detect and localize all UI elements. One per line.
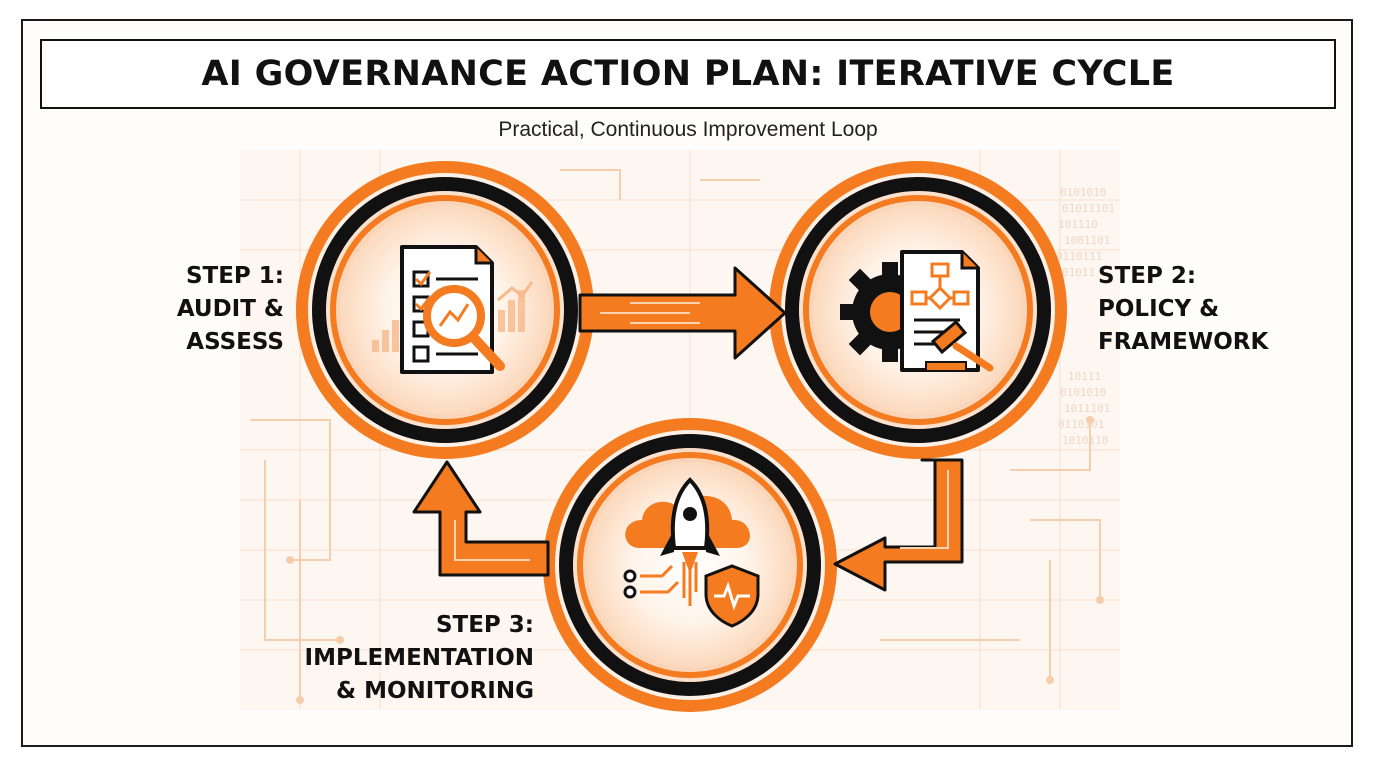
svg-text:01011: 01011 — [1062, 266, 1095, 279]
step-3-number: STEP 3: — [435, 612, 534, 638]
page-subtitle: Practical, Continuous Improvement Loop — [498, 118, 878, 141]
step-2-title-line1: POLICY & — [1098, 296, 1220, 322]
svg-text:0101010: 0101010 — [1060, 386, 1106, 399]
step-3-title-line2: & MONITORING — [336, 678, 534, 704]
step-1-title-line2: ASSESS — [186, 329, 284, 355]
arrow-step1-to-step2 — [578, 266, 787, 360]
svg-text:1011101: 1011101 — [1064, 402, 1110, 415]
step-1-title-line1: AUDIT & — [176, 296, 284, 322]
rocket-cloud-shield-icon — [623, 477, 760, 628]
svg-text:01011101: 01011101 — [1062, 202, 1115, 215]
svg-text:101110: 101110 — [1058, 218, 1098, 231]
svg-text:0110111: 0110111 — [1056, 250, 1102, 263]
audit-checklist-magnifier-icon — [372, 245, 534, 374]
svg-text:0101010: 0101010 — [1060, 186, 1106, 199]
svg-text:10111: 10111 — [1068, 370, 1101, 383]
gavel-icon — [925, 319, 994, 372]
svg-text:0110101: 0110101 — [1058, 418, 1104, 431]
arrow-step2-to-step3 — [833, 458, 964, 592]
step-1-label: STEP 1: AUDIT & ASSESS — [150, 260, 284, 359]
step-1-number: STEP 1: — [185, 263, 284, 289]
step-2-title-line2: FRAMEWORK — [1098, 329, 1269, 355]
step-2-number: STEP 2: — [1098, 263, 1197, 289]
svg-text:1010110: 1010110 — [1062, 434, 1108, 447]
step-3-label: STEP 3: IMPLEMENTATION & MONITORING — [270, 609, 534, 708]
svg-text:1001101: 1001101 — [1064, 234, 1110, 247]
policy-gear-gavel-icon — [840, 250, 994, 372]
step-3-title-line1: IMPLEMENTATION — [304, 645, 534, 671]
step-2-label: STEP 2: POLICY & FRAMEWORK — [1098, 260, 1298, 359]
arrow-step3-to-step1 — [412, 460, 550, 577]
